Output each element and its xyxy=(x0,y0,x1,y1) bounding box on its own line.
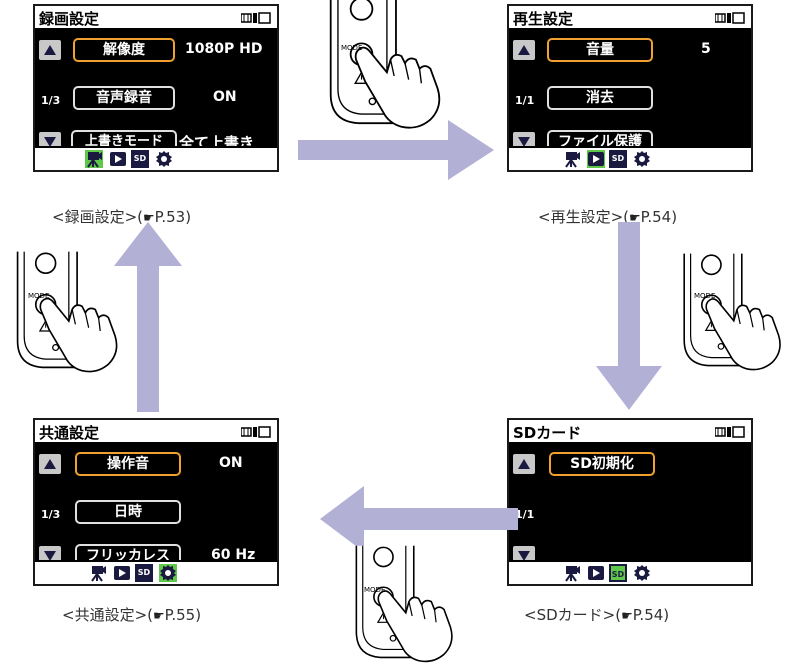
pointing-hand-icon: ☛ xyxy=(153,609,165,624)
playback-caption: <再生設定>(☛P.54) xyxy=(538,208,678,226)
mode-label: MODE xyxy=(364,586,386,594)
screen-title: SDカード xyxy=(513,424,582,442)
triangle-up-icon xyxy=(44,45,56,55)
arrow-up xyxy=(114,222,182,412)
mode-label: MODE xyxy=(694,292,716,300)
mode-label: MODE xyxy=(28,292,50,300)
triangle-up-icon xyxy=(44,459,56,469)
pointing-hand-icon: ☛ xyxy=(621,609,633,624)
mode-tab-bar: SD xyxy=(509,146,751,170)
volume-button[interactable]: 音量 xyxy=(547,38,653,62)
screen-title: 共通設定 xyxy=(39,424,100,442)
hand-pressing-mode-icon xyxy=(6,244,130,380)
sd-card-icon[interactable]: SD xyxy=(609,150,627,168)
resolution-button[interactable]: 解像度 xyxy=(73,38,175,62)
mode-button-press-illustration: MODE xyxy=(340,544,470,664)
mode-tab-bar: SD xyxy=(35,560,277,584)
hand-pressing-mode-icon xyxy=(340,544,470,664)
video-camera-icon[interactable] xyxy=(85,150,103,168)
mode-tab-bar: SD xyxy=(35,146,277,170)
operation-sound-value: ON xyxy=(219,455,243,471)
sd-format-button[interactable]: SD初期化 xyxy=(549,452,655,476)
common-caption: <共通設定>(☛P.55) xyxy=(62,606,202,624)
screen-title: 再生設定 xyxy=(513,10,574,28)
gear-icon[interactable] xyxy=(159,564,177,582)
hand-pressing-mode-icon xyxy=(316,0,456,136)
title-bar: SDカード xyxy=(509,420,751,444)
triangle-down-icon xyxy=(518,137,530,147)
triangle-down-icon xyxy=(44,137,56,147)
play-icon[interactable] xyxy=(587,150,605,168)
scroll-up-button[interactable] xyxy=(39,454,61,474)
triangle-down-icon xyxy=(518,551,530,561)
sd-card-icon[interactable]: SD xyxy=(609,564,627,582)
page-indicator: 1/1 xyxy=(515,508,535,521)
sd-card-screen: SDカード SD初期化 1/1 SD xyxy=(507,418,753,586)
mode-button-press-illustration: MODE xyxy=(316,0,456,136)
sd-caption: <SDカード>(☛P.54) xyxy=(524,606,670,624)
pointing-hand-icon: ☛ xyxy=(629,211,641,226)
scroll-up-button[interactable] xyxy=(513,40,535,60)
hand-pressing-mode-icon xyxy=(673,244,793,380)
pointing-hand-icon: ☛ xyxy=(143,211,155,226)
page-indicator: 1/3 xyxy=(41,94,61,107)
scroll-up-button[interactable] xyxy=(513,454,535,474)
mode-label: MODE xyxy=(341,44,363,52)
title-bar: 共通設定 xyxy=(35,420,277,444)
flickerless-value: 60 Hz xyxy=(211,547,256,563)
audio-recording-value: ON xyxy=(213,89,237,105)
sd-card-icon[interactable]: SD xyxy=(135,564,153,582)
delete-button[interactable]: 消去 xyxy=(547,86,653,110)
mode-button-press-illustration: MODE xyxy=(6,244,130,380)
page-indicator: 1/3 xyxy=(41,508,61,521)
sd-card-icon[interactable]: SD xyxy=(131,150,149,168)
volume-value: 5 xyxy=(701,41,711,57)
recording-settings-screen: 録画設定 解像度 1080P HD 1/3 音声録音 ON 上書きモード 全て上… xyxy=(33,4,279,172)
audio-recording-button[interactable]: 音声録音 xyxy=(73,86,175,110)
arrow-down xyxy=(596,222,662,410)
resolution-value: 1080P HD xyxy=(185,41,263,57)
triangle-up-icon xyxy=(518,459,530,469)
arrow-right xyxy=(298,120,494,180)
title-bar: 再生設定 xyxy=(509,6,751,30)
mode-tab-bar: SD xyxy=(509,560,751,584)
triangle-up-icon xyxy=(518,45,530,55)
common-settings-screen: 共通設定 操作音 ON 1/3 日時 フリッカレス 60 Hz SD xyxy=(33,418,279,586)
screen-title: 録画設定 xyxy=(39,10,100,28)
operation-sound-button[interactable]: 操作音 xyxy=(75,452,181,476)
arrow-left xyxy=(320,486,518,552)
triangle-down-icon xyxy=(44,551,56,561)
title-bar: 録画設定 xyxy=(35,6,277,30)
date-time-button[interactable]: 日時 xyxy=(75,500,181,524)
scroll-up-button[interactable] xyxy=(39,40,61,60)
playback-settings-screen: 再生設定 音量 5 1/1 消去 ファイル保護 SD xyxy=(507,4,753,172)
mode-button-press-illustration: MODE xyxy=(673,244,793,380)
recording-caption: <録画設定>(☛P.53) xyxy=(52,208,192,226)
page-indicator: 1/1 xyxy=(515,94,535,107)
